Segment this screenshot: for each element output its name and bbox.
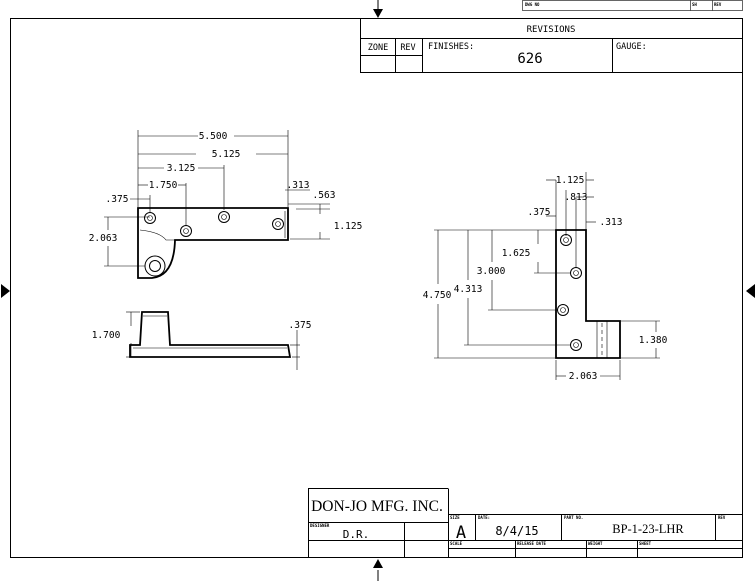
date-value: 8/4/15 (495, 524, 538, 538)
mounting-hole (144, 212, 156, 224)
rev-label: REV (718, 515, 726, 520)
gauge-label: GAUGE: (616, 42, 647, 52)
size-label: SIZE (450, 515, 460, 520)
dim-1-380: 1.380 (639, 335, 668, 346)
dim-2-063: 2.063 (89, 233, 118, 244)
mounting-hole (557, 304, 569, 316)
mounting-hole (218, 211, 230, 223)
mounting-hole (570, 339, 582, 351)
dim-1-125-right: 1.125 (556, 175, 585, 186)
dim-0-813: .813 (565, 192, 588, 203)
sh-label: SH (692, 2, 697, 7)
dim-0-313-right: .313 (600, 217, 623, 228)
dim-3-125: 3.125 (167, 163, 196, 174)
part-no-label: PART NO. (564, 515, 583, 520)
dim-0-375: .375 (106, 194, 129, 205)
weight-label: WEIGHT (588, 541, 603, 546)
dim-1-750: 1.750 (149, 180, 178, 191)
center-arrow-left (1, 284, 10, 298)
title-block: DON-JO MFG. INC. DESIGNER D.R. SIZE A DA… (308, 488, 743, 557)
sheet-border (10, 18, 743, 558)
date-label: DATE: (478, 515, 490, 520)
dim-4-313: 4.313 (454, 284, 483, 295)
dim-0-375-side: .375 (289, 320, 312, 331)
right-view-outline (555, 229, 621, 359)
pivot-hole (144, 255, 166, 277)
finishes-value: 626 (517, 51, 542, 67)
rev-column-label: REV (400, 43, 415, 53)
center-arrow-right (746, 284, 755, 298)
revisions-title: REVISIONS (527, 25, 576, 35)
top-view: 5.500 5.125 3.125 1.750 .375 .313 .563 1… (89, 130, 363, 279)
size-value: A (456, 523, 466, 543)
dim-1-625: 1.625 (502, 248, 531, 259)
designer-value: D.R. (343, 528, 370, 541)
dim-4-750: 4.750 (423, 290, 452, 301)
dim-0-313: .313 (287, 180, 310, 191)
part-number: BP-1-23-LHR (612, 522, 684, 536)
center-arrow-bottom (373, 559, 383, 581)
top-view-outline (137, 207, 289, 279)
mounting-hole (570, 267, 582, 279)
designer-label: DESIGNER (310, 523, 330, 528)
dim-1-125: 1.125 (334, 221, 363, 232)
dim-0-375-right: .375 (528, 207, 551, 218)
top-rev-label: REV (714, 2, 722, 7)
finishes-label: FINISHES: (428, 42, 474, 52)
dwg-no-label: DWG NO (525, 2, 540, 7)
company-name: DON-JO MFG. INC. (311, 498, 443, 515)
dim-0-563: .563 (313, 190, 336, 201)
revisions-block: DWG NO SH REV REVISIONS ZONE REV FINISHE… (360, 0, 743, 73)
side-view-outline (129, 311, 292, 358)
mounting-hole (272, 218, 284, 230)
zone-label: ZONE (368, 43, 388, 53)
dim-5-125: 5.125 (212, 149, 241, 160)
dim-5-500: 5.500 (199, 131, 228, 142)
dim-1-700: 1.700 (92, 330, 121, 341)
mounting-hole (180, 225, 192, 237)
dim-3-000: 3.000 (477, 266, 506, 277)
center-arrow-top (373, 0, 383, 18)
scale-label: SCALE (450, 541, 463, 546)
right-view: 1.125 .813 .375 .313 1.625 3.000 4.313 4… (423, 172, 668, 382)
sheet-label: SHEET (639, 541, 652, 546)
side-view: 1.700 .375 (92, 311, 312, 370)
dim-2-063-right: 2.063 (569, 371, 598, 382)
mounting-hole (560, 234, 572, 246)
release-date-label: RELEASE DATE (517, 541, 546, 546)
